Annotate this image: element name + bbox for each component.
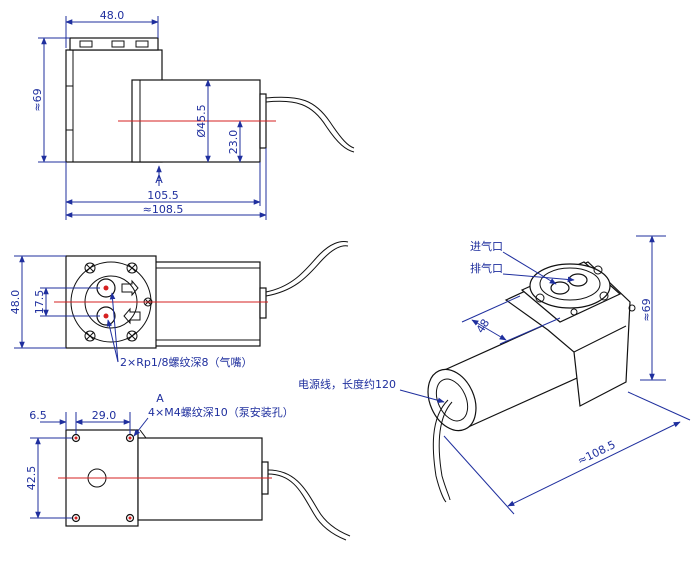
dim-port-spacing: 17.5 [33, 290, 46, 315]
bottom-view: 6.5 29.0 42.5 A 4×M4螺纹深10（泵安装孔） [25, 392, 351, 541]
side-view: 48.0 ≈69 Ø45.5 23.0 A 105.5 ≈108.5 [31, 9, 355, 220]
dim-hole-spacing-x: 29.0 [92, 409, 117, 422]
inflow-arrow-icon [123, 307, 141, 325]
dim-iso-height: ≈69 [640, 298, 653, 321]
pump-cover [529, 263, 611, 309]
outflow-arrow-icon [121, 279, 139, 297]
screw-icon [599, 291, 609, 301]
dim-length-total: ≈108.5 [143, 203, 184, 216]
screw-icon [628, 304, 636, 312]
dim-iso-width: 48 [474, 317, 492, 336]
power-cable [265, 96, 355, 149]
mounting-plate [69, 37, 159, 51]
inlet-port [550, 281, 570, 295]
dim-diameter: Ø45.5 [195, 104, 208, 137]
front-view: 48.0 17.5 2×Rp1/8螺纹深8（气嘴） [9, 241, 349, 369]
motor-body-front [149, 261, 261, 347]
outlet-label: 排气口 [470, 261, 503, 275]
inlet-label: 进气口 [470, 239, 503, 253]
dim-width-top: 48.0 [100, 9, 125, 22]
isometric-view: 进气口 排气口 48 ≈69 ≈108.5 电源线，长度约120 [298, 235, 691, 515]
screw-icon [535, 293, 545, 303]
dim-front-height: 48.0 [9, 290, 22, 315]
dim-length-body: 105.5 [147, 189, 179, 202]
dim-center-height: 23.0 [227, 130, 240, 155]
power-cable-bottom [267, 469, 351, 537]
mount-hole-note: 4×M4螺纹深10（泵安装孔） [148, 405, 294, 419]
motor-end [427, 368, 477, 432]
dim-height: ≈69 [31, 88, 44, 111]
dim-edge-offset: 6.5 [29, 409, 47, 422]
motor-body-bottom [137, 437, 263, 521]
power-cable-label: 电源线，长度约120 [298, 377, 396, 391]
section-marker-a-bottom: A [156, 392, 164, 405]
screw-icon [84, 262, 153, 342]
power-cable-front [265, 241, 349, 293]
port-note: 2×Rp1/8螺纹深8（气嘴） [120, 355, 253, 369]
screw-icon [570, 308, 578, 316]
dim-hole-spacing-y: 42.5 [25, 466, 38, 491]
screw-icon [593, 265, 603, 275]
power-cable-iso [432, 399, 449, 503]
